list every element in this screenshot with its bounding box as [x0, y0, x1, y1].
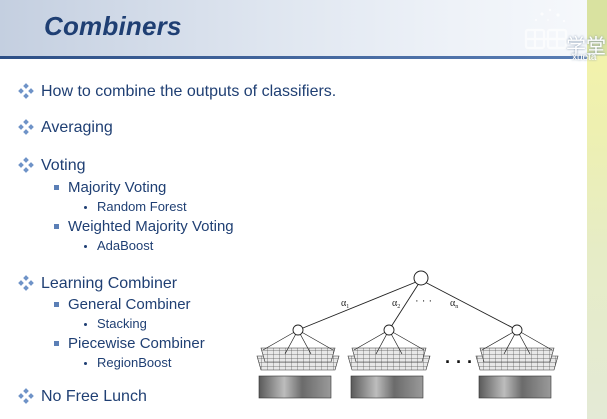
watermark-subtext: xueta	[572, 52, 597, 63]
weight-label-2: α2	[392, 298, 400, 310]
sub-sub-bullet-text: AdaBoost	[97, 238, 154, 253]
node-circle	[383, 324, 395, 336]
bullet-text: No Free Lunch	[41, 388, 147, 405]
sub-sub-bullet-item: Stacking	[18, 314, 578, 334]
diamond-bullet-icon	[18, 275, 34, 291]
node-circle	[511, 324, 523, 336]
bullet-text: Averaging	[41, 119, 113, 136]
diamond-bullet-icon	[18, 157, 34, 173]
dot-bullet-icon	[84, 245, 87, 248]
square-bullet-icon	[54, 224, 59, 229]
square-bullet-icon	[54, 185, 59, 190]
sub-sub-bullet-item: Random Forest	[18, 197, 578, 217]
right-side-bar	[587, 0, 607, 419]
title-band	[0, 0, 607, 56]
sub-bullet-text: General Combiner	[68, 296, 191, 313]
root-node-circle	[413, 270, 429, 286]
bullet-item: Voting	[18, 156, 578, 176]
sub-bullet-item: Majority Voting	[18, 178, 578, 197]
weight-label-n: αn	[450, 298, 458, 310]
node-circle	[292, 324, 304, 336]
bullet-item: How to combine the outputs of classifier…	[18, 82, 578, 102]
diamond-bullet-icon	[18, 119, 34, 135]
dot-bullet-icon	[84, 362, 87, 365]
sub-bullet-item: General Combiner	[18, 295, 578, 314]
bullet-item: Averaging	[18, 118, 578, 138]
watermark-logo-icon	[524, 8, 568, 50]
tree-edges	[297, 279, 518, 331]
sub-sub-bullet-item: RegionBoost	[18, 353, 578, 373]
diamond-bullet-icon	[18, 388, 34, 404]
weight-label-1: α1	[341, 298, 349, 310]
bullet-item: Learning Combiner	[18, 274, 578, 294]
combiner-tree-diagram: α1 α2 αn · · · · · ·	[256, 270, 559, 399]
sub-sub-bullet-text: Random Forest	[97, 199, 187, 214]
classifier-stack-1	[256, 324, 340, 399]
right-side-bar-top	[587, 0, 607, 56]
dot-bullet-icon	[84, 206, 87, 209]
dot-bullet-icon	[84, 323, 87, 326]
bullet-item: No Free Lunch	[18, 387, 578, 407]
sub-bullet-text: Piecewise Combiner	[68, 335, 205, 352]
bullet-text: Voting	[41, 157, 86, 174]
sub-sub-bullet-item: AdaBoost	[18, 236, 578, 256]
title-rule	[0, 56, 607, 59]
sub-bullet-text: Majority Voting	[68, 179, 167, 196]
top-ellipsis: · · ·	[415, 295, 432, 307]
bullet-text: Learning Combiner	[41, 275, 178, 292]
sub-bullet-text: Weighted Majority Voting	[68, 218, 234, 235]
slide-title: Combiners	[44, 11, 182, 41]
watermark-text: 学堂	[566, 36, 606, 58]
sub-bullet-item: Weighted Majority Voting	[18, 217, 578, 236]
classifier-stack-3	[475, 324, 559, 399]
square-bullet-icon	[54, 341, 59, 346]
diamond-bullet-icon	[18, 83, 34, 99]
sub-sub-bullet-text: RegionBoost	[97, 355, 172, 370]
sub-sub-bullet-text: Stacking	[97, 316, 147, 331]
bullet-text: How to combine the outputs of classifier…	[41, 83, 337, 100]
classifier-stack-2	[347, 324, 431, 399]
sub-bullet-item: Piecewise Combiner	[18, 334, 578, 353]
bullet-list: How to combine the outputs of classifier…	[18, 82, 578, 407]
square-bullet-icon	[54, 302, 59, 307]
bottom-ellipsis: · · ·	[445, 352, 473, 372]
